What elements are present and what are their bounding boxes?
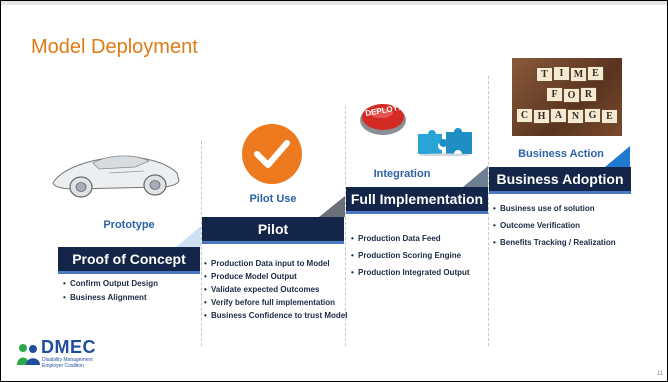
letter-tile: C <box>516 108 533 123</box>
list-item: Confirm Output Design <box>63 277 158 291</box>
full-implementation-bullets: Production Data Feed Production Scoring … <box>351 230 470 281</box>
deploy-button-image: DEPLOY! <box>358 96 408 138</box>
logo-tagline-line: Disability Management <box>42 357 93 363</box>
stage-label-prototype: Prototype <box>103 219 155 231</box>
letter-tile: M <box>570 67 587 82</box>
list-item: Business Confidence to trust Model <box>204 309 347 322</box>
slide-title: Model Deployment <box>31 36 198 58</box>
stage-label-pilot-use: Pilot Use <box>249 193 297 205</box>
pilot-bar: Pilot <box>202 217 344 244</box>
letter-tile: R <box>580 87 597 102</box>
separator-line <box>201 141 202 346</box>
list-item: Produce Model Output <box>204 270 347 283</box>
list-item: Business Alignment <box>63 291 158 305</box>
dmec-logo-icon <box>17 344 40 365</box>
separator-line <box>345 106 346 346</box>
letter-tile: I <box>553 66 570 81</box>
list-item: Outcome Verification <box>493 217 616 234</box>
letter-tile: T <box>536 67 553 82</box>
proof-of-concept-bar: Proof of Concept <box>58 247 200 274</box>
list-item: Verify before full implementation <box>204 296 347 309</box>
logo-name: DMEC <box>41 337 96 357</box>
logo-tagline: Disability Management Employer Coalition <box>42 357 93 369</box>
letter-tile: F <box>546 87 563 102</box>
checkmark-icon <box>242 124 302 184</box>
business-adoption-bullets: Business use of solution Outcome Verific… <box>493 200 616 251</box>
list-item: Business use of solution <box>493 200 616 217</box>
separator-line <box>488 76 489 346</box>
list-item: Production Integrated Output <box>351 264 470 281</box>
list-item: Production Scoring Engine <box>351 247 470 264</box>
letter-tile: H <box>533 109 550 124</box>
puzzle-pieces-image <box>418 128 472 156</box>
stage-label-integration: Integration <box>373 168 431 180</box>
dmec-logo: DMEC Disability Management Employer Coal… <box>15 337 125 373</box>
letter-tile: O <box>563 88 580 103</box>
step-accent <box>463 166 488 187</box>
top-strip <box>1 1 667 5</box>
letter-tile: E <box>601 109 618 124</box>
full-implementation-bar: Full Implementation <box>346 187 488 214</box>
list-item: Production Data input to Model <box>204 257 347 270</box>
pilot-bullets: Production Data input to Model Produce M… <box>204 257 347 322</box>
stage-label-business-action: Business Action <box>518 148 604 160</box>
letter-tile: A <box>550 108 567 123</box>
step-accent <box>176 226 201 247</box>
step-accent <box>319 196 345 217</box>
page-number: 11 <box>656 371 663 377</box>
list-item: Validate expected Outcomes <box>204 283 347 296</box>
list-item: Benefits Tracking / Realization <box>493 234 616 251</box>
business-adoption-bar: Business Adoption <box>489 167 631 194</box>
letter-tile: N <box>567 109 584 124</box>
logo-tagline-line: Employer Coalition <box>42 363 84 369</box>
sports-car-image <box>52 155 180 198</box>
proof-of-concept-bullets: Confirm Output Design Business Alignment <box>63 277 158 305</box>
letter-tile: E <box>587 66 604 81</box>
step-accent <box>605 146 630 167</box>
list-item: Production Data Feed <box>351 230 470 247</box>
letter-tile: G <box>584 108 601 123</box>
time-for-change-image: T I M E F O R C H A N G E <box>512 58 622 136</box>
